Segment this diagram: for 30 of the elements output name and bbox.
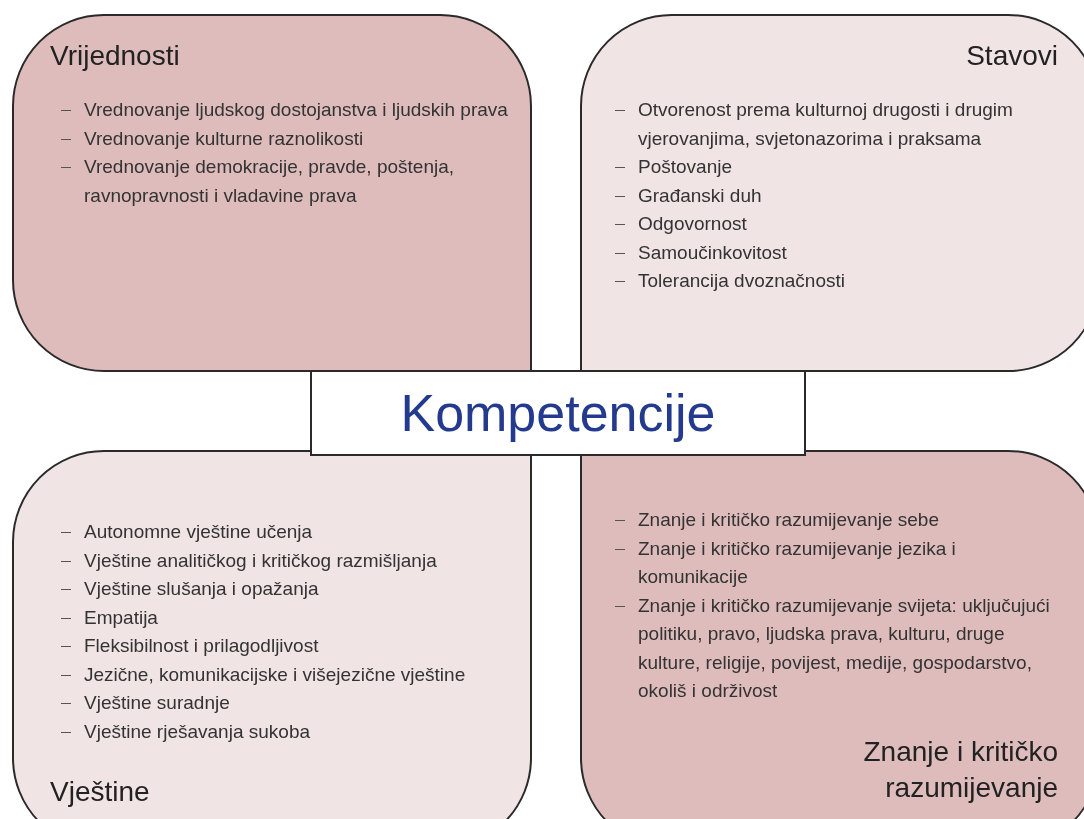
list-item: Fleksibilnost i prilagodljivost [50,632,520,661]
list-item: Jezične, komunikacijske i višejezične vještine [50,660,520,689]
list-item: Znanje i kritičko razumijevanje sebe [604,506,1054,535]
list-item: Vještine analitičkog i kritičkog razmišljanja [50,546,520,575]
list-item: Tolerancija dvoznačnosti [604,267,1074,296]
panel-heading: Vještine [50,775,150,809]
list-item: Znanje i kritičko razumijevanje svijeta: uključujući politiku, pravo, ljudska prava, kulturu, druge kulture, religije, povijest, medije, gospodarstvo, okoliš i održivost [604,591,1054,706]
quadrant-panel [12,450,532,819]
quadrant-panel [12,14,532,372]
list-item: Vrednovanje demokracije, pravde, poštenja, ravnopravnosti i vladavine prava [50,153,510,210]
panel-heading: Stavovi [966,39,1058,73]
list-item: Vještine rješavanja sukoba [50,717,520,746]
list-item: Samoučinkovitost [604,238,1074,267]
list-item: Vrednovanje kulturne raznolikosti [50,124,510,153]
quadrant-panel [580,450,1084,819]
center-title: Kompetencije [400,383,716,443]
list-item: Otvorenost prema kulturnoj drugosti i drugim vjerovanjima, svjetonazorima i praksama [604,96,1074,153]
list-item: Znanje i kritičko razumijevanje jezika i komunikacije [604,534,1054,592]
list-item: Vrednovanje ljudskog dostojanstva i ljudskih prava [50,96,510,125]
list-item: Građanski duh [604,181,1074,210]
list-item: Empatija [50,603,520,632]
list-item: Poštovanje [604,153,1074,182]
title-box [310,370,806,456]
list-item: Odgovornost [604,210,1074,239]
panel-heading: Vrijednosti [50,39,180,73]
panel-heading: Znanje i kritičko razumijevanje [862,735,1058,805]
list-item: Vještine suradnje [50,689,520,718]
list-item: Autonomne vještine učenja [50,518,520,547]
quadrant-panel [580,14,1084,372]
list-item: Vještine slušanja i opažanja [50,575,520,604]
